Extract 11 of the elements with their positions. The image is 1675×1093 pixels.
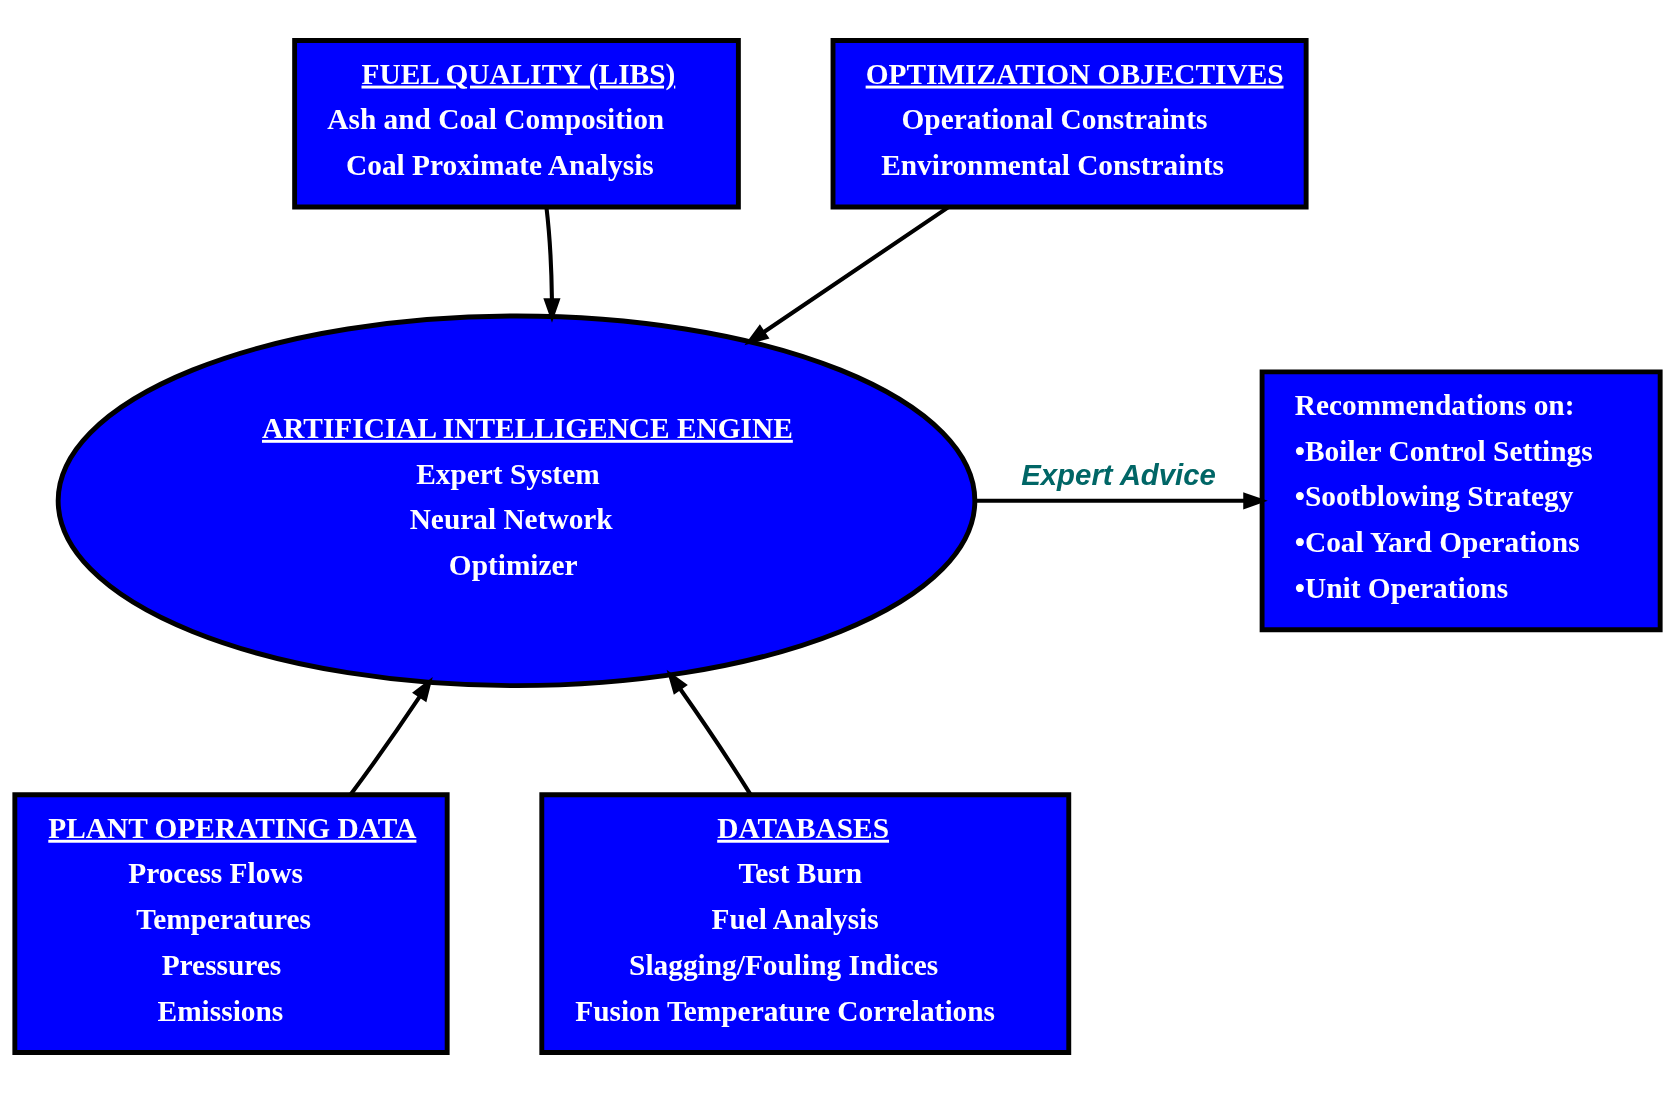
arrow: [349, 677, 433, 796]
node-box: PLANT OPERATING DATA Process Flows Temperatures Pressures Emissions: [12, 792, 450, 1055]
node-box: OPTIMIZATION OBJECTIVES Operational Constraints Environmental Constraints: [830, 38, 1309, 210]
arrow: [543, 206, 561, 323]
node-ellipse: ARTIFICIAL INTELLIGENCE ENGINE Expert System Neural Network Optimizer: [55, 313, 978, 689]
node-box: DATABASES Test Burn Fuel Analysis Slagging/Fouling Indices Fusion Temperature Correlations: [539, 792, 1072, 1055]
node-box: Recommendations on: •Boiler Control Settings •Sootblowing Strategy •Coal Yard Operations •Unit Operations: [1259, 369, 1663, 633]
edge-label: Expert Advice: [1021, 458, 1216, 492]
node-box: FUEL QUALITY (LIBS) Ash and Coal Composition Coal Proximate Analysis: [292, 38, 741, 210]
arrow: [975, 492, 1268, 510]
arrow: [666, 669, 753, 796]
